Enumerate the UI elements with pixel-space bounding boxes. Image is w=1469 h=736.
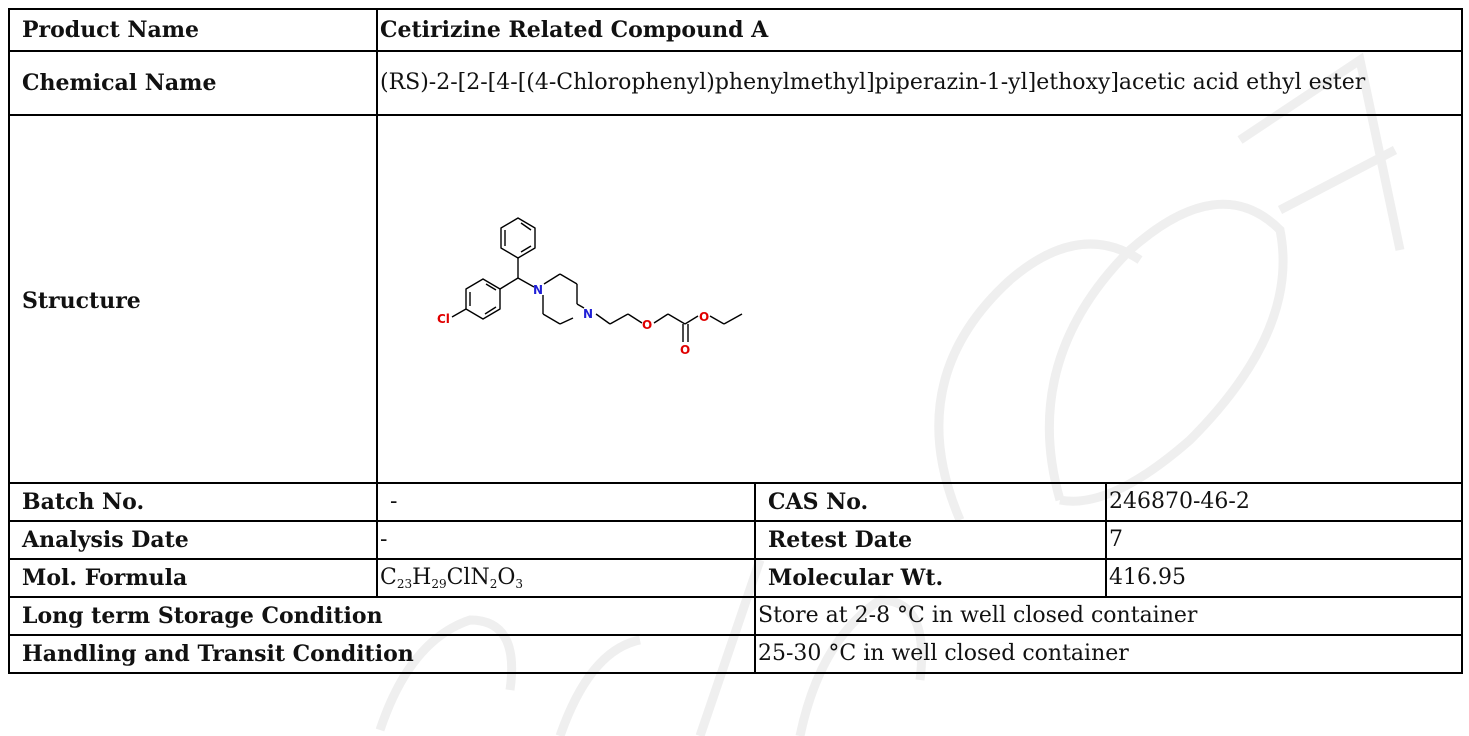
formula-count: 29 (431, 577, 447, 591)
formula-count: 3 (515, 577, 524, 591)
atom-nitrogen-2: N (583, 307, 593, 321)
storage-label: Long term Storage Condition (8, 596, 756, 636)
storage-value: Store at 2-8 °C in well closed container (754, 596, 1463, 636)
row-product-name: Product Name Cetirizine Related Compound… (8, 8, 1463, 52)
atom-oxygen-ester: O (699, 310, 709, 324)
coa-table: Product Name Cetirizine Related Compound… (8, 8, 1463, 674)
formula-element: H (412, 565, 432, 590)
cas-label: CAS No. (754, 482, 1107, 522)
handling-value: 25-30 °C in well closed container (754, 634, 1463, 674)
analysis-date-value: - (376, 520, 756, 560)
chemical-name-label: Chemical Name (8, 50, 378, 116)
structure-label: Structure (8, 114, 378, 484)
formula-element: O (497, 565, 516, 590)
handling-label: Handling and Transit Condition (8, 634, 756, 674)
analysis-date-label: Analysis Date (8, 520, 378, 560)
retest-date-label: Retest Date (754, 520, 1107, 560)
mol-formula-value: C23H29ClN2O3 (376, 558, 756, 598)
mol-formula-label: Mol. Formula (8, 558, 378, 598)
structure-cell: Cl N N O O O (376, 114, 1463, 484)
formula-element: ClN (446, 565, 490, 590)
atom-oxygen-ether: O (642, 318, 652, 332)
cas-value: 246870-46-2 (1105, 482, 1463, 522)
row-structure: Structure (8, 114, 1463, 484)
chemical-name-value: (RS)-2-[2-[4-[(4-Chlorophenyl)phenylmeth… (376, 50, 1463, 116)
formula-element: C (380, 565, 397, 590)
atom-oxygen-carbonyl: O (680, 343, 690, 357)
product-name-value: Cetirizine Related Compound A (376, 8, 1463, 52)
atom-chlorine: Cl (437, 312, 450, 326)
row-storage: Long term Storage Condition Store at 2-8… (8, 596, 1463, 636)
batch-value: - (376, 482, 756, 522)
row-formula-weight: Mol. Formula C23H29ClN2O3 Molecular Wt. … (8, 558, 1463, 598)
formula-count: 23 (396, 577, 413, 591)
row-batch-cas: Batch No. - CAS No. 246870-46-2 (8, 482, 1463, 522)
retest-date-value: 7 (1105, 520, 1463, 560)
atom-nitrogen-1: N (533, 283, 543, 297)
mol-wt-value: 416.95 (1105, 558, 1463, 598)
structure-image: Cl N N O O O (437, 217, 743, 357)
row-handling: Handling and Transit Condition 25-30 °C … (8, 634, 1463, 674)
row-chemical-name: Chemical Name (RS)-2-[2-[4-[(4-Chlorophe… (8, 50, 1463, 116)
mol-wt-label: Molecular Wt. (754, 558, 1107, 598)
row-dates: Analysis Date - Retest Date 7 (8, 520, 1463, 560)
formula-count: 2 (489, 577, 498, 591)
batch-label: Batch No. (8, 482, 378, 522)
product-name-label: Product Name (8, 8, 378, 52)
